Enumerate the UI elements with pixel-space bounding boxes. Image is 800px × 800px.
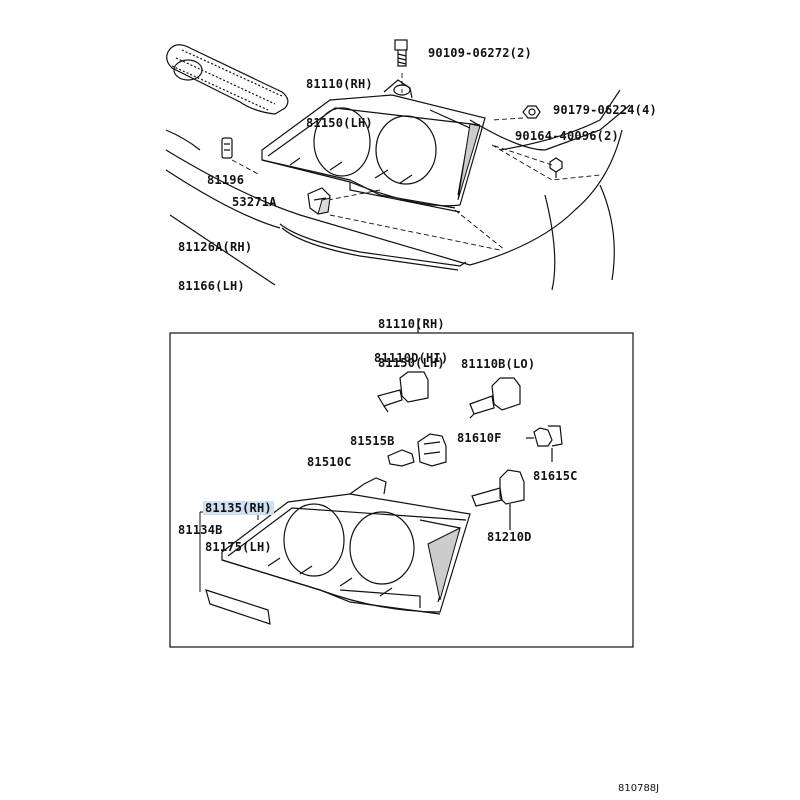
label-81150-lh-top: 81150(LH) (306, 116, 373, 130)
bolt-drawing (393, 39, 411, 96)
label-unit: 81135(RH) 81175(LH) (203, 476, 274, 567)
label-bulb-lo: 81110B(LO) (461, 357, 536, 371)
label-bracket: 53271A (232, 195, 277, 209)
headlamp-lower-drawing (221, 477, 471, 615)
label-clip: 81196 (207, 173, 245, 187)
molding-drawing (279, 223, 467, 271)
clip-drawing (221, 137, 233, 159)
lens-drawing (205, 589, 271, 625)
label-81110-rh-top: 81110(RH) (306, 77, 373, 91)
label-screw: 90164-40096(2) (515, 129, 619, 143)
label-socket-2: 81610F (457, 431, 502, 445)
label-assembly-title: 81110(RH) 81150(LH) (378, 292, 445, 383)
label-81175-lh: 81175(LH) (205, 540, 272, 554)
hi-bulb-drawing (377, 371, 429, 413)
screw-drawing (549, 157, 563, 178)
socket-drawing (417, 433, 447, 467)
label-bulb-hi: 81110D(HI) (374, 351, 449, 365)
label-socket: 81515B (350, 434, 395, 448)
diagram-code: 810788J (618, 783, 660, 794)
assembly-box (169, 332, 634, 648)
nut-drawing (522, 105, 541, 119)
label-nut: 90179-06224(4) (553, 103, 657, 117)
label-bulb-2: 81615C (533, 469, 578, 483)
label-headlamp-top: 81110(RH) 81150(LH) (306, 52, 373, 143)
label-81126a-rh: 81126A(RH) (178, 240, 253, 254)
headlamp-upper-drawing (261, 79, 486, 213)
label-molding: 81126A(RH) 81166(LH) (178, 215, 252, 306)
small-bulb-drawing (387, 449, 415, 467)
label-lens: 81134B (178, 523, 223, 537)
grille-drawing (166, 44, 289, 115)
bumper-line (165, 149, 471, 266)
fog-bulb-drawing (471, 469, 525, 530)
label-81150-lh: 81150(LH) (378, 356, 445, 370)
label-bulb-small: 81510C (307, 455, 352, 469)
label-bolt: 90109-06272(2) (428, 46, 532, 60)
label-81110-rh: 81110(RH) (378, 317, 445, 331)
label-81166-lh: 81166(LH) (178, 279, 245, 293)
label-bulb-fog: 81210D (487, 530, 532, 544)
lo-bulb-drawing (469, 377, 521, 419)
label-81135-rh[interactable]: 81135(RH) (203, 501, 274, 515)
socket-2-drawing (526, 425, 563, 462)
